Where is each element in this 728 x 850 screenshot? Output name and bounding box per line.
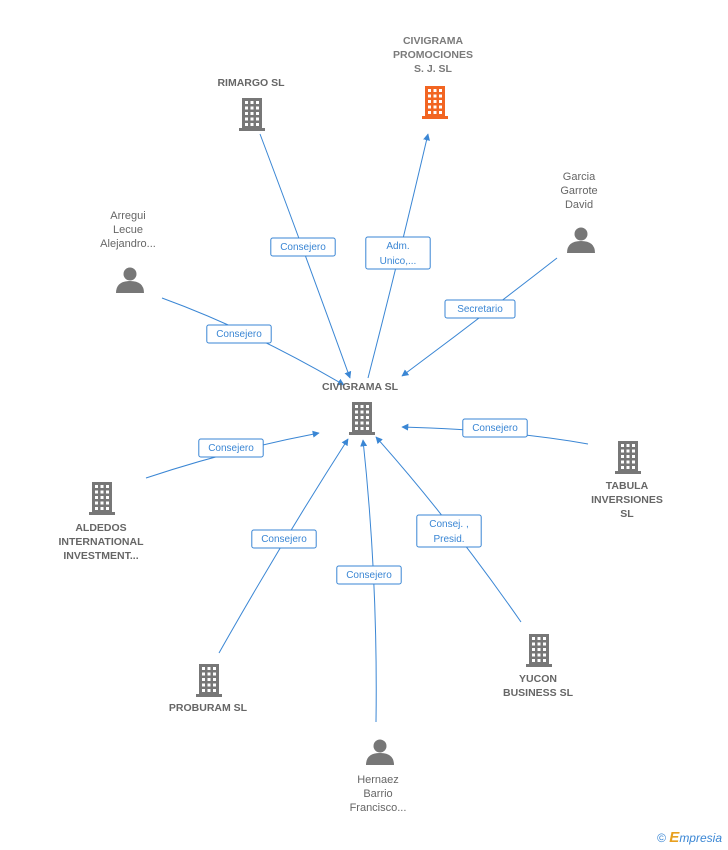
edge-label-text: Consejero — [208, 443, 254, 454]
building-icon — [422, 86, 448, 119]
building-icon — [349, 402, 375, 435]
node-label: YUCON — [519, 673, 557, 685]
person-icon — [116, 267, 144, 293]
node-label: RIMARGO SL — [217, 77, 285, 89]
person-icon — [366, 739, 394, 765]
edge-label-text: Consejero — [261, 534, 307, 545]
edge-label[interactable]: Adm. Unico,... — [365, 236, 431, 270]
edge-label-box — [444, 299, 516, 319]
node-label: INVERSIONES — [591, 494, 663, 506]
edge-label[interactable]: Consejero — [336, 565, 402, 585]
node-label: SL — [620, 508, 634, 520]
node-label: Garrote — [560, 185, 597, 197]
edge-label-box — [206, 324, 272, 344]
edge-label[interactable]: Consejero — [206, 324, 272, 344]
edge-arregui-lecue-to-civigrama-sl: Consejero — [161, 297, 345, 386]
node-label: CIVIGRAMA — [403, 35, 464, 47]
edge-label[interactable]: Consejero — [251, 529, 317, 549]
node-label: INVESTMENT... — [63, 550, 138, 562]
brand-initial: E — [669, 829, 680, 846]
node-hernaez[interactable]: HernaezBarrioFrancisco... — [350, 739, 407, 815]
person-icon — [567, 227, 595, 253]
node-label: PROMOCIONES — [393, 49, 473, 61]
node-label: INTERNATIONAL — [59, 536, 145, 548]
edge-aldedos-to-civigrama-sl: Consejero — [145, 430, 320, 479]
node-label: Garcia — [563, 171, 596, 183]
edge-hernaez-to-civigrama-sl: Consejero — [336, 439, 402, 723]
edge-garcia-garrote-to-civigrama-sl: Secretario — [401, 257, 558, 377]
edge-label-box — [365, 236, 431, 270]
edge-label-text: Consej. , — [429, 519, 468, 530]
building-icon — [89, 482, 115, 515]
edge-label[interactable]: Consejero — [270, 237, 336, 257]
edge-label-text: Consejero — [472, 423, 518, 434]
edge-label-text: Secretario — [457, 304, 503, 315]
node-label: PROBURAM SL — [169, 702, 248, 714]
edge-yucon-to-civigrama-sl: Consej. , Presid. — [375, 436, 522, 623]
footer-brand: © Empresia — [657, 829, 722, 846]
node-civigrama-promociones[interactable]: CIVIGRAMA PROMOCIONES S. J. SL — [393, 35, 473, 119]
node-label: Francisco... — [350, 802, 407, 814]
edge-rimargo-to-civigrama-sl: Consejero — [259, 133, 352, 379]
edge-label-text: Unico,... — [380, 256, 417, 267]
node-label: TABULA — [606, 480, 649, 492]
node-label: BUSINESS SL — [503, 687, 574, 699]
edge-label-box — [270, 237, 336, 257]
building-icon — [239, 98, 265, 131]
building-icon — [615, 441, 641, 474]
node-yucon[interactable]: YUCON BUSINESS SL — [503, 634, 574, 699]
edge-label[interactable]: Consejero — [462, 418, 528, 438]
edge-label[interactable]: Consejero — [198, 438, 264, 458]
building-icon — [196, 664, 222, 697]
node-arregui-lecue[interactable]: ArreguiLecueAlejandro... — [100, 210, 156, 293]
edge-tabula-to-civigrama-sl: Consejero — [401, 418, 589, 445]
copyright-symbol: © — [657, 831, 666, 845]
edge-proburam-to-civigrama-sl: Consejero — [218, 438, 349, 654]
edge-label-box — [416, 514, 482, 548]
node-label: CIVIGRAMA SL — [322, 381, 399, 393]
node-label: Barrio — [363, 788, 392, 800]
edge-label-text: Consejero — [216, 329, 262, 340]
edge-label-box — [198, 438, 264, 458]
node-label: Lecue — [113, 224, 143, 236]
node-label: ALDEDOS — [75, 522, 126, 534]
node-aldedos[interactable]: ALDEDOS INTERNATIONAL INVESTMENT... — [59, 482, 145, 562]
edge-label-text: Presid. — [433, 534, 464, 545]
edge-label[interactable]: Consej. , Presid. — [416, 514, 482, 548]
node-rimargo[interactable]: RIMARGO SL — [217, 77, 285, 131]
node-civigrama-sl[interactable]: CIVIGRAMA SL — [322, 381, 399, 435]
node-label: Alejandro... — [100, 238, 156, 250]
edge-label-text: Adm. — [386, 241, 409, 252]
edge-label-box — [251, 529, 317, 549]
edge-label-box — [336, 565, 402, 585]
brand-name: mpresia — [679, 831, 722, 845]
node-label: S. J. SL — [414, 63, 453, 75]
building-icon — [526, 634, 552, 667]
edge-label-text: Consejero — [280, 242, 326, 253]
node-label: Hernaez — [357, 774, 399, 786]
edge-label[interactable]: Secretario — [444, 299, 516, 319]
node-label: David — [565, 199, 593, 211]
edge-label-box — [462, 418, 528, 438]
node-tabula[interactable]: TABULA INVERSIONES SL — [591, 441, 663, 520]
node-proburam[interactable]: PROBURAM SL — [169, 664, 248, 714]
edge-label-text: Consejero — [346, 570, 392, 581]
node-label: Arregui — [110, 210, 145, 222]
edge-civigrama-sl-to-civigrama-promociones: Adm. Unico,... — [365, 133, 431, 379]
